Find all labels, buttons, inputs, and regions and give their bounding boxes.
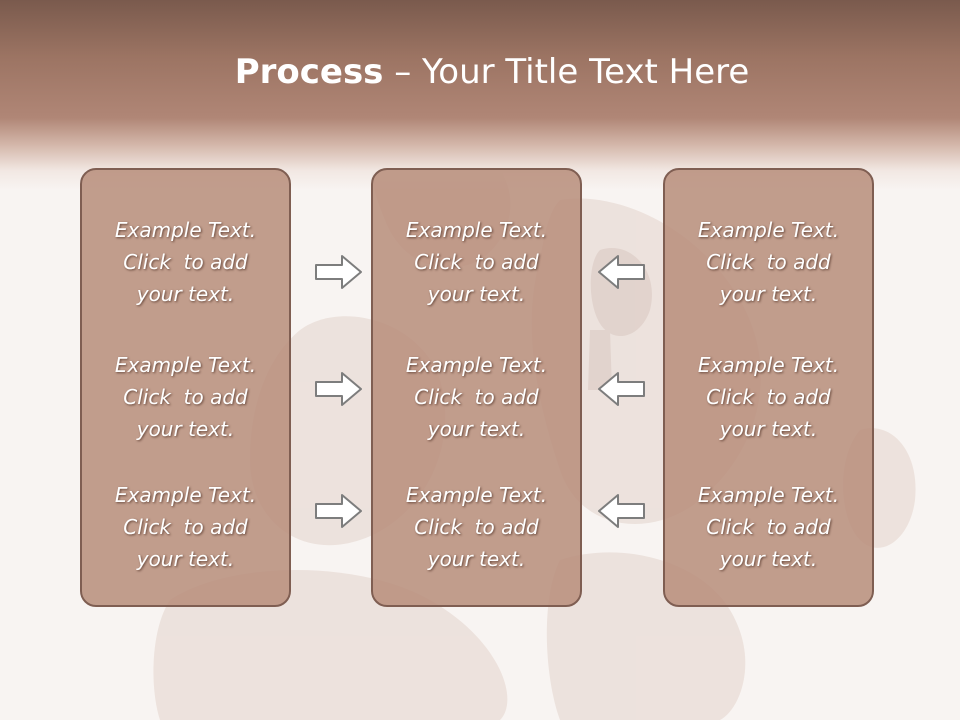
title-bold-text: Process [234, 52, 384, 92]
text-line: your text. [719, 417, 818, 441]
text-line: your text. [719, 282, 818, 306]
text-line: Click to add [706, 515, 831, 539]
title-band [0, 0, 960, 190]
text-placeholder[interactable]: Example Text. Click to add your text. [665, 349, 872, 445]
text-placeholder[interactable]: Example Text. Click to add your text. [665, 214, 872, 310]
text-line: Click to add [123, 515, 248, 539]
text-placeholder[interactable]: Example Text. Click to add your text. [373, 479, 580, 575]
text-line: Example Text. [114, 218, 257, 242]
text-line: Example Text. [405, 218, 548, 242]
text-placeholder[interactable]: Example Text. Click to add your text. [82, 479, 289, 575]
text-line: Click to add [414, 515, 539, 539]
text-line: Example Text. [697, 483, 840, 507]
text-line: Click to add [123, 385, 248, 409]
text-line: Click to add [706, 250, 831, 274]
text-line: Click to add [414, 385, 539, 409]
text-placeholder[interactable]: Example Text. Click to add your text. [373, 349, 580, 445]
arrow-right-icon[interactable] [314, 493, 364, 529]
text-line: Example Text. [114, 353, 257, 377]
text-line: your text. [136, 547, 235, 571]
text-placeholder[interactable]: Example Text. Click to add your text. [665, 479, 872, 575]
text-line: your text. [136, 282, 235, 306]
text-line: Click to add [123, 250, 248, 274]
arrow-left-icon[interactable] [596, 493, 646, 529]
process-box-right[interactable]: Example Text. Click to add your text. Ex… [663, 168, 874, 607]
process-box-center[interactable]: Example Text. Click to add your text. Ex… [371, 168, 582, 607]
text-line: Example Text. [405, 353, 548, 377]
text-line: Example Text. [114, 483, 257, 507]
text-line: Example Text. [697, 353, 840, 377]
text-line: your text. [719, 547, 818, 571]
text-line: Click to add [706, 385, 831, 409]
slide-title[interactable]: Process – Your Title Text Here [0, 52, 960, 92]
text-placeholder[interactable]: Example Text. Click to add your text. [82, 214, 289, 310]
text-line: your text. [427, 417, 526, 441]
text-line: your text. [427, 282, 526, 306]
text-line: your text. [136, 417, 235, 441]
arrow-left-icon[interactable] [596, 254, 646, 290]
text-line: Click to add [414, 250, 539, 274]
title-rest-text: – Your Title Text Here [383, 52, 750, 92]
arrow-left-icon[interactable] [596, 371, 646, 407]
text-line: your text. [427, 547, 526, 571]
text-line: Example Text. [405, 483, 548, 507]
arrow-right-icon[interactable] [314, 254, 364, 290]
process-box-left[interactable]: Example Text. Click to add your text. Ex… [80, 168, 291, 607]
text-line: Example Text. [697, 218, 840, 242]
text-placeholder[interactable]: Example Text. Click to add your text. [82, 349, 289, 445]
arrow-right-icon[interactable] [314, 371, 364, 407]
text-placeholder[interactable]: Example Text. Click to add your text. [373, 214, 580, 310]
